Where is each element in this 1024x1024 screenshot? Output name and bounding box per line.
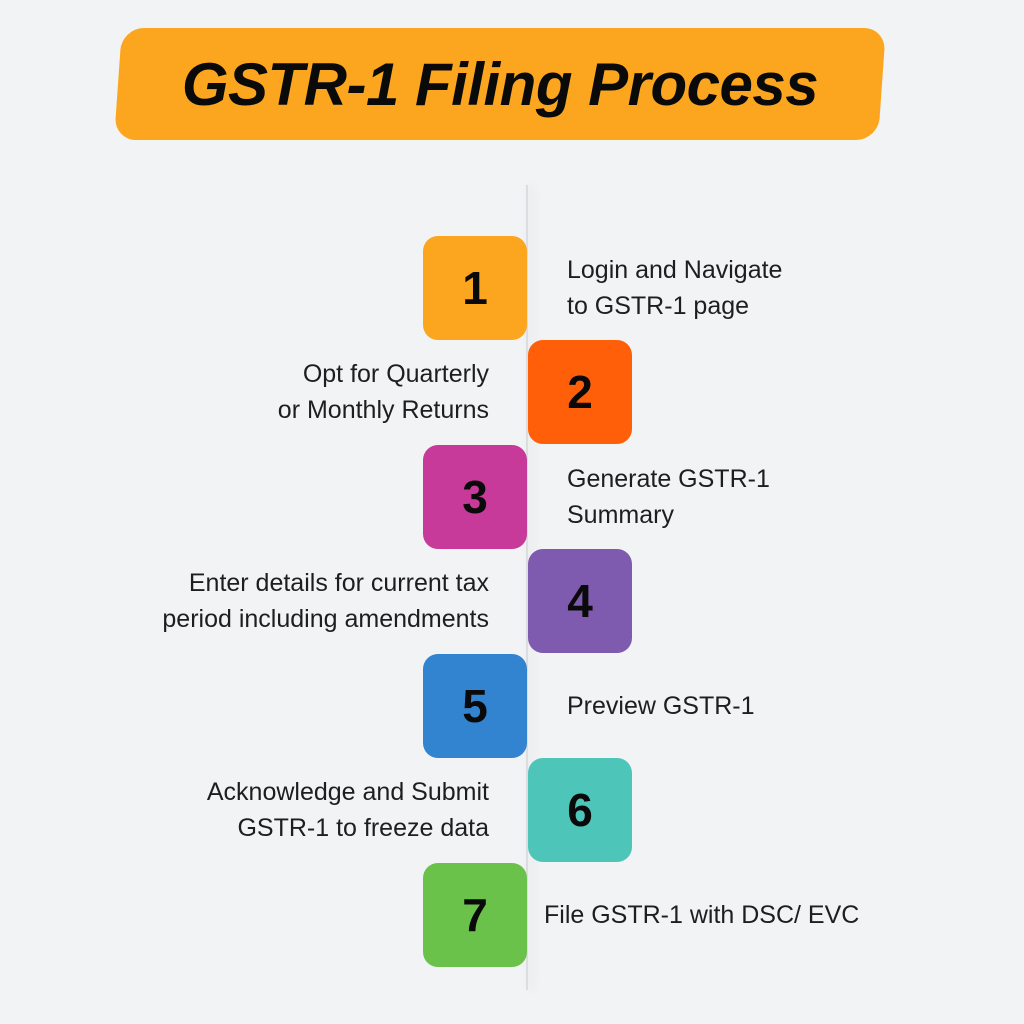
step-description: Enter details for current tax period incl… (162, 549, 489, 653)
step-text-line: to GSTR-1 page (567, 292, 750, 320)
step-number-box: 2 (528, 340, 632, 444)
step-text-line: Generate GSTR-1 (567, 465, 770, 493)
step-text-line: Summary (567, 501, 674, 529)
step-text-line: or Monthly Returns (277, 396, 489, 424)
step-text-line: Acknowledge and Submit (206, 778, 489, 806)
step-text-line: Enter details for current tax (188, 569, 489, 597)
step-text-line: period including amendments (162, 605, 489, 633)
step-number-box: 4 (528, 549, 632, 653)
step-description: File GSTR-1 with DSC/ EVC (544, 863, 859, 967)
step-text-line: GSTR-1 to freeze data (237, 814, 489, 842)
step-description: Opt for Quarterly or Monthly Returns (278, 340, 489, 444)
step-number-box: 6 (528, 758, 632, 862)
step-number-box: 1 (423, 236, 527, 340)
step-description: Login and Navigate to GSTR-1 page (567, 236, 782, 340)
step-description: Preview GSTR-1 (567, 654, 755, 758)
step-text-line: File GSTR-1 with DSC/ EVC (544, 901, 860, 929)
step-number-box: 3 (423, 445, 527, 549)
timeline-line (526, 185, 528, 990)
step-number-box: 5 (423, 654, 527, 758)
page-title: GSTR-1 Filing Process (181, 50, 819, 118)
step-text-line: Preview GSTR-1 (567, 692, 755, 720)
step-text-line: Login and Navigate (567, 256, 783, 284)
step-text-line: Opt for Quarterly (302, 360, 489, 388)
step-number-box: 7 (423, 863, 527, 967)
